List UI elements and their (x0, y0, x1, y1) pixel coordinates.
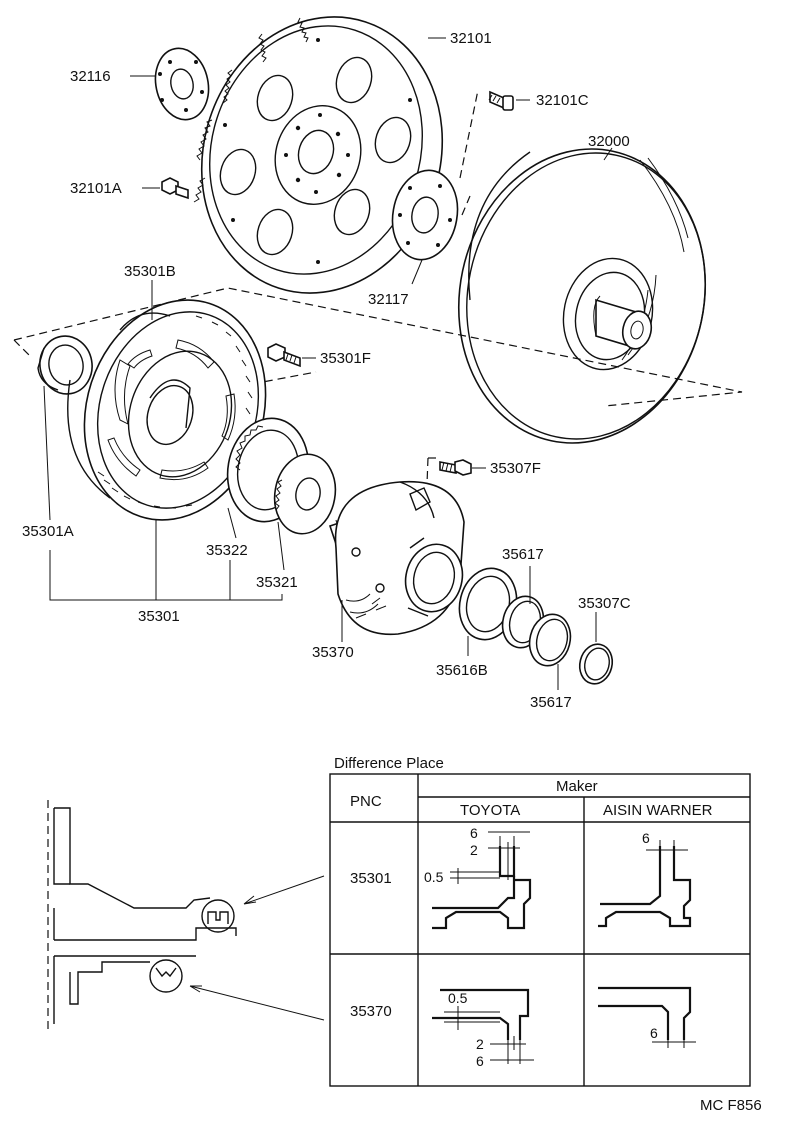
label-35301B: 35301B (124, 263, 176, 280)
bolt-35301F (267, 343, 301, 368)
drive-plate-32101 (193, 16, 444, 294)
bolt-35307F (439, 459, 472, 476)
label-35617-upper: 35617 (502, 546, 544, 563)
toyota-35370-dim-6: 6 (476, 1053, 484, 1069)
aisin-35370-dim-6: 6 (650, 1025, 658, 1041)
difference-table: Difference Place PNC Maker TOYOTA AISIN … (329, 755, 751, 1087)
label-35617-lower: 35617 (530, 694, 572, 711)
label-35307C: 35307C (578, 595, 631, 612)
toyota-35301-dim-2: 2 (470, 842, 478, 858)
aisin-35301-detail: 6 (598, 830, 692, 928)
toyota-35370-detail: 0.5 2 6 (432, 988, 534, 1069)
cross-section-view (47, 800, 325, 1030)
label-32101C: 32101C (536, 92, 589, 109)
label-32116: 32116 (70, 68, 111, 85)
label-35321: 35321 (256, 574, 298, 591)
maker-toyota: TOYOTA (460, 802, 520, 819)
figure-code: MC F856 (700, 1097, 762, 1114)
leader-lines (43, 37, 613, 690)
label-32101: 32101 (450, 30, 492, 47)
label-35616B: 35616B (436, 662, 488, 679)
label-32117: 32117 (368, 291, 409, 308)
label-35301A: 35301A (22, 523, 74, 540)
seal-ring-35617b (528, 613, 572, 667)
toyota-35301-dim-6: 6 (470, 825, 478, 841)
torque-converter-32000 (457, 148, 707, 444)
row-pnc-35301: 35301 (350, 870, 392, 887)
label-35301: 35301 (138, 608, 180, 625)
aisin-35301-dim-6: 6 (642, 830, 650, 846)
table-title: Difference Place (334, 755, 444, 772)
toyota-35370-dim-2: 2 (476, 1036, 484, 1052)
aisin-35370-detail: 6 (598, 986, 696, 1048)
spacer-32116 (154, 47, 210, 121)
pump-cover-35370 (328, 480, 465, 636)
label-35370: 35370 (312, 644, 354, 661)
bolt-32101C (488, 90, 514, 111)
label-35307F: 35307F (490, 460, 541, 477)
label-32101A: 32101A (70, 180, 122, 197)
drive-gear-35321 (273, 453, 337, 535)
toyota-35301-dim-0-5: 0.5 (424, 869, 444, 885)
label-32000: 32000 (588, 133, 630, 150)
row-pnc-35370: 35370 (350, 1003, 392, 1020)
maker-header: Maker (556, 778, 598, 795)
toyota-35301-detail: 6 2 0.5 (424, 825, 532, 930)
label-35322: 35322 (206, 542, 248, 559)
o-ring-35307C (578, 643, 614, 685)
pnc-header: PNC (350, 793, 382, 810)
label-35301F: 35301F (320, 350, 371, 367)
toyota-35370-dim-0-5: 0.5 (448, 990, 468, 1006)
spacer-32117 (391, 169, 459, 261)
bolt-32101A (161, 177, 189, 200)
maker-aisin-warner: AISIN WARNER (603, 802, 713, 819)
part-number-labels: 32101 32116 32101C 32000 32101A 32117 35… (22, 30, 631, 711)
